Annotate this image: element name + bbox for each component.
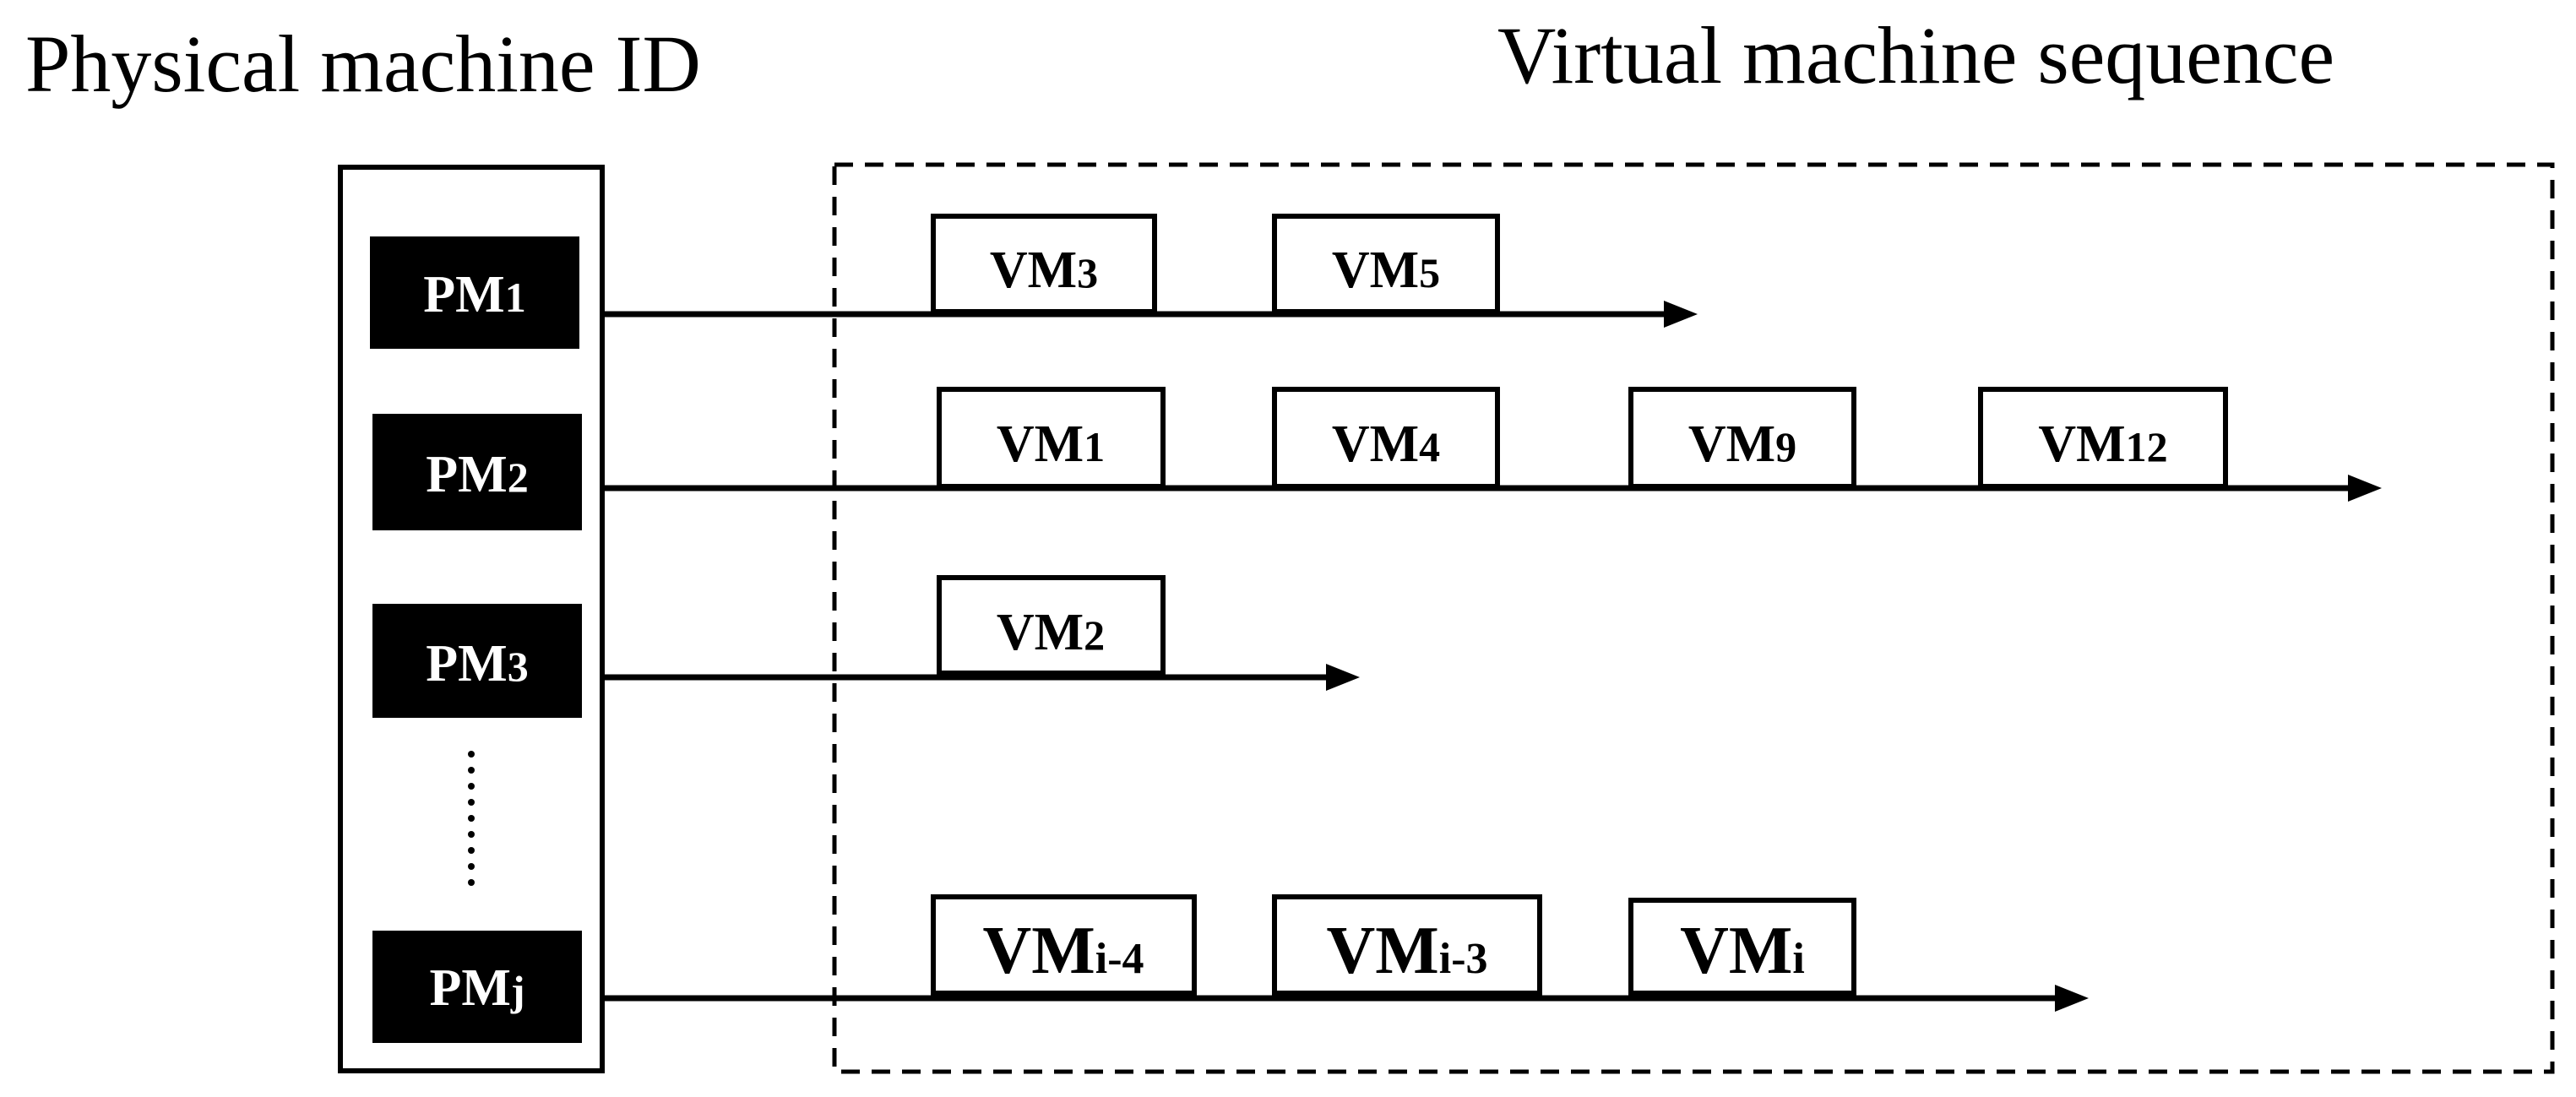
- vm-label-base: VM: [1680, 914, 1792, 988]
- pm-box: [372, 604, 582, 718]
- row-pm3: PM3 VM2: [372, 575, 1360, 718]
- vm-label-base: VM: [997, 415, 1084, 473]
- vm-label-sub: 3: [1077, 249, 1098, 296]
- vm-box: [931, 214, 1157, 314]
- pm-label-base: PM: [423, 266, 504, 323]
- row-pm1-arrowhead-icon: [1664, 301, 1698, 328]
- vm-label: VMi: [1680, 914, 1805, 988]
- vm-label-sub: i-4: [1095, 935, 1144, 983]
- vm-box: [1978, 387, 2228, 489]
- pm-label: PM1: [423, 266, 525, 323]
- pm-box: [372, 414, 582, 530]
- vm-label-sub: 5: [1419, 249, 1440, 296]
- vm-box: [1628, 387, 1856, 489]
- vm-label: VM3: [990, 242, 1098, 299]
- vm-label: VM4: [1332, 415, 1440, 473]
- vm-label: VMi-4: [982, 914, 1144, 988]
- row-pm3-arrowhead-icon: [1326, 664, 1360, 691]
- vm-label-sub: 1: [1084, 423, 1105, 470]
- vm-box: [1628, 898, 1856, 996]
- vm-label-sub: i: [1792, 935, 1804, 983]
- vm-label-sub: i-3: [1439, 935, 1488, 983]
- row-pm2: PM2 VM1 VM4 VM9 VM12: [372, 387, 2382, 530]
- virtual-machine-sequence-heading: Virtual machine sequence: [1497, 10, 2334, 100]
- pm-label: PM2: [426, 446, 528, 503]
- pm-label-base: PM: [426, 446, 507, 503]
- row-pmj: PMj VMi-4 VMi-3 VMi: [372, 894, 2089, 1043]
- pm-label-base: PM: [426, 635, 507, 692]
- pm-label-sub: 2: [508, 453, 529, 501]
- vm-box: [1272, 387, 1500, 489]
- vm-label: VM1: [997, 415, 1105, 473]
- pm-label: PMj: [429, 959, 524, 1017]
- vm-label-base: VM: [990, 242, 1077, 299]
- virtual-machine-sequence-frame: [832, 162, 2555, 1074]
- pm-label-sub: 1: [505, 274, 526, 321]
- vm-label-base: VM: [2038, 415, 2125, 473]
- vm-label-sub: 9: [1775, 423, 1796, 470]
- pm-box: [372, 931, 582, 1043]
- vm-label-base: VM: [1332, 242, 1419, 299]
- row-pm1: PM1 VM3 VM5: [370, 214, 1698, 349]
- vm-label: VM2: [997, 604, 1105, 661]
- physical-machine-container: [338, 165, 605, 1073]
- vm-label-base: VM: [1688, 415, 1775, 473]
- vm-label: VM12: [2038, 415, 2167, 473]
- pm-label-base: PM: [429, 959, 510, 1017]
- vm-label-base: VM: [1326, 914, 1438, 988]
- vm-label-base: VM: [997, 604, 1084, 661]
- row-pmj-arrowhead-icon: [2055, 985, 2089, 1012]
- pm-label-sub: 3: [508, 643, 529, 690]
- pm-box: [370, 236, 579, 349]
- vm-box: [931, 894, 1197, 996]
- physical-machine-id-heading: Physical machine ID: [25, 19, 701, 109]
- vm-box: [937, 387, 1166, 489]
- vm-label: VM9: [1688, 415, 1796, 473]
- vm-label-sub: 12: [2126, 423, 2168, 470]
- vm-box: [937, 575, 1166, 676]
- vm-box: [1272, 894, 1542, 996]
- vm-label-base: VM: [982, 914, 1095, 988]
- vm-label: VMi-3: [1326, 914, 1487, 988]
- vertical-ellipsis-icon: [468, 751, 475, 886]
- pm-label: PM3: [426, 635, 528, 692]
- vm-label-sub: 2: [1084, 611, 1105, 659]
- vm-box: [1272, 214, 1500, 314]
- vm-label-sub: 4: [1419, 423, 1440, 470]
- pm-label-sub: j: [510, 967, 525, 1014]
- row-pm2-arrowhead-icon: [2348, 475, 2382, 502]
- vm-label: VM5: [1332, 242, 1440, 299]
- vm-label-base: VM: [1332, 415, 1419, 473]
